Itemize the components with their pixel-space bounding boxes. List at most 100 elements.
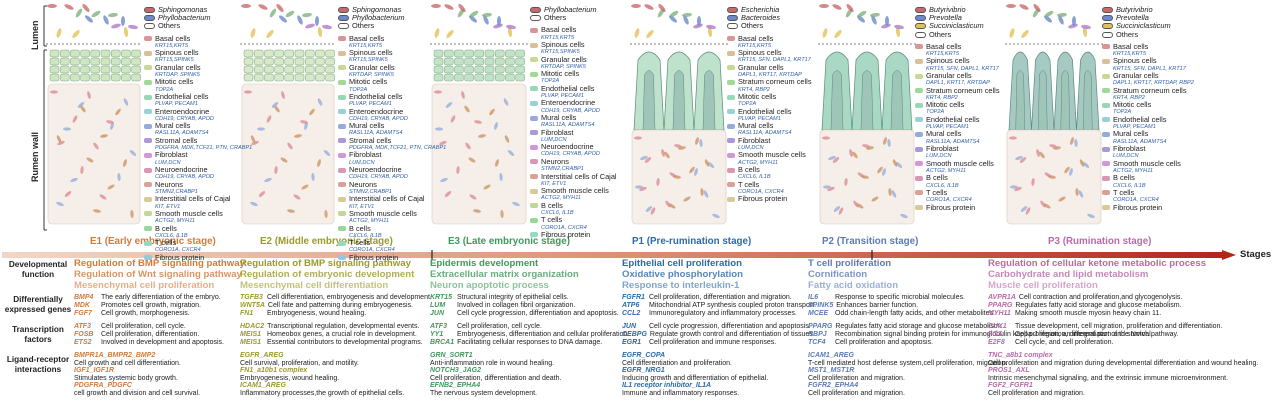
cell-type-icon (727, 36, 735, 42)
gene-symbol: FOSB (74, 331, 94, 338)
gene-description: Cell proliferation and migration during … (988, 359, 1259, 367)
gene-description: Cell proliferation, cell cycle. (101, 323, 186, 330)
gene-symbol: MCEE (808, 310, 829, 317)
bacteria-legend-item: Others (1102, 30, 1194, 39)
cell-type-name: Fibroblast (926, 144, 959, 154)
gene-symbol: LUM (430, 302, 446, 309)
gene-symbol: BMPR1A_BMPR2_BMP2 (74, 352, 156, 359)
gene-description: Immune and inflammatory responses. (622, 389, 740, 397)
cell-type-icon (915, 190, 923, 196)
bacteria-name: Others (929, 29, 952, 39)
cell-type-name: Fibrous protein (349, 252, 399, 262)
gene-description: Regulates fatty acid storage and glucose… (835, 323, 1002, 330)
bacteria-name: Others (158, 21, 181, 31)
cell-markers: CORO1A, CXCR4 (926, 197, 972, 204)
developmental-function: Extracellular matrix organization (430, 269, 579, 280)
cell-type-name: Fibroblast (738, 135, 771, 145)
gene-symbol: ATF3 (74, 323, 91, 330)
cell-type-name: Granular cells (155, 62, 201, 72)
bacteria-legend-item: Others (727, 22, 812, 30)
cell-legend-item: Fibrous protein (530, 230, 617, 239)
cell-markers: KRTDAP, SPINK5 (349, 72, 394, 79)
cell-type-icon (1102, 205, 1110, 211)
cell-markers: ACTG2, MYH11 (155, 218, 195, 225)
cell-type-name: T cells (1113, 187, 1135, 197)
cell-type-name: Mural cells (926, 129, 962, 139)
cell-type-name: Smooth muscle cells (349, 208, 417, 218)
cell-type-name: Fibroblast (1113, 144, 1146, 154)
bacteria-icon (915, 23, 926, 30)
gene-description: The nervous system development. (430, 389, 537, 397)
cell-type-icon (915, 88, 923, 94)
cell-type-name: Neurons (541, 156, 569, 166)
bacteria-legend-item: Prevotella (1102, 14, 1194, 22)
cell-markers: LUM,DCN (349, 159, 375, 166)
cell-markers: PLVAP, PECAM1 (1113, 124, 1156, 131)
cell-type-name: Mitotic cells (155, 77, 194, 87)
cell-type-icon (144, 138, 152, 144)
cell-type-icon (530, 57, 538, 63)
gene-symbol: BRCA1 (430, 339, 455, 346)
cell-type-icon (530, 188, 538, 194)
cell-markers: ACTG2, MYH11 (541, 195, 581, 202)
cell-markers: LUM,DCN (1113, 153, 1139, 160)
gene-symbol: FOS (988, 331, 1003, 338)
gene-description: Cell cycle progression, differentiation … (457, 310, 619, 317)
tissue-illustration-2 (240, 3, 336, 225)
developmental-function: Regulation of BMP signaling pathway (240, 258, 411, 269)
cell-type-icon (338, 226, 346, 232)
cell-type-name: T cells (541, 215, 563, 225)
cell-markers: KRT4, RBP2 (738, 86, 770, 93)
cell-markers: LUM,DCN (738, 145, 764, 152)
cell-markers: CORO1A, CXCR4 (155, 247, 201, 254)
gene-symbol: MEIS1 (240, 339, 262, 346)
bacteria-name: Phyllobacterium (158, 13, 211, 23)
gene-symbol: SPINK5 (808, 302, 834, 309)
cell-type-icon (1102, 44, 1110, 50)
bacteria-legend-item: Others (144, 22, 252, 30)
bacteria-icon (915, 15, 926, 22)
cell-type-icon (338, 65, 346, 71)
tissue-illustration-4 (630, 3, 728, 225)
gene-description: Cell proliferation, cell cycle. (457, 323, 542, 330)
bacteria-icon (338, 23, 349, 30)
cell-type-icon (338, 211, 346, 217)
cell-type-icon (144, 94, 152, 100)
cell-type-name: Granular cells (541, 54, 587, 64)
bacteria-legend-item: Succiniclasticum (1102, 22, 1194, 30)
gene-symbol: MEIS1 (240, 331, 262, 338)
gene-description: Cell cycle progression, differentiation … (649, 323, 811, 330)
cell-markers: PLVAP, PECAM1 (155, 101, 198, 108)
bacteria-icon (1102, 15, 1113, 22)
cell-markers: PLVAP, PECAM1 (738, 115, 781, 122)
cell-type-icon (915, 44, 923, 50)
cell-type-name: Fibroblast (155, 150, 188, 160)
gene-description: Transcriptional regulation, developmenta… (267, 323, 420, 330)
gene-symbol: FGFR2_EPHA4 (808, 382, 859, 390)
row-label-tfs: Transcription factors (12, 325, 64, 344)
